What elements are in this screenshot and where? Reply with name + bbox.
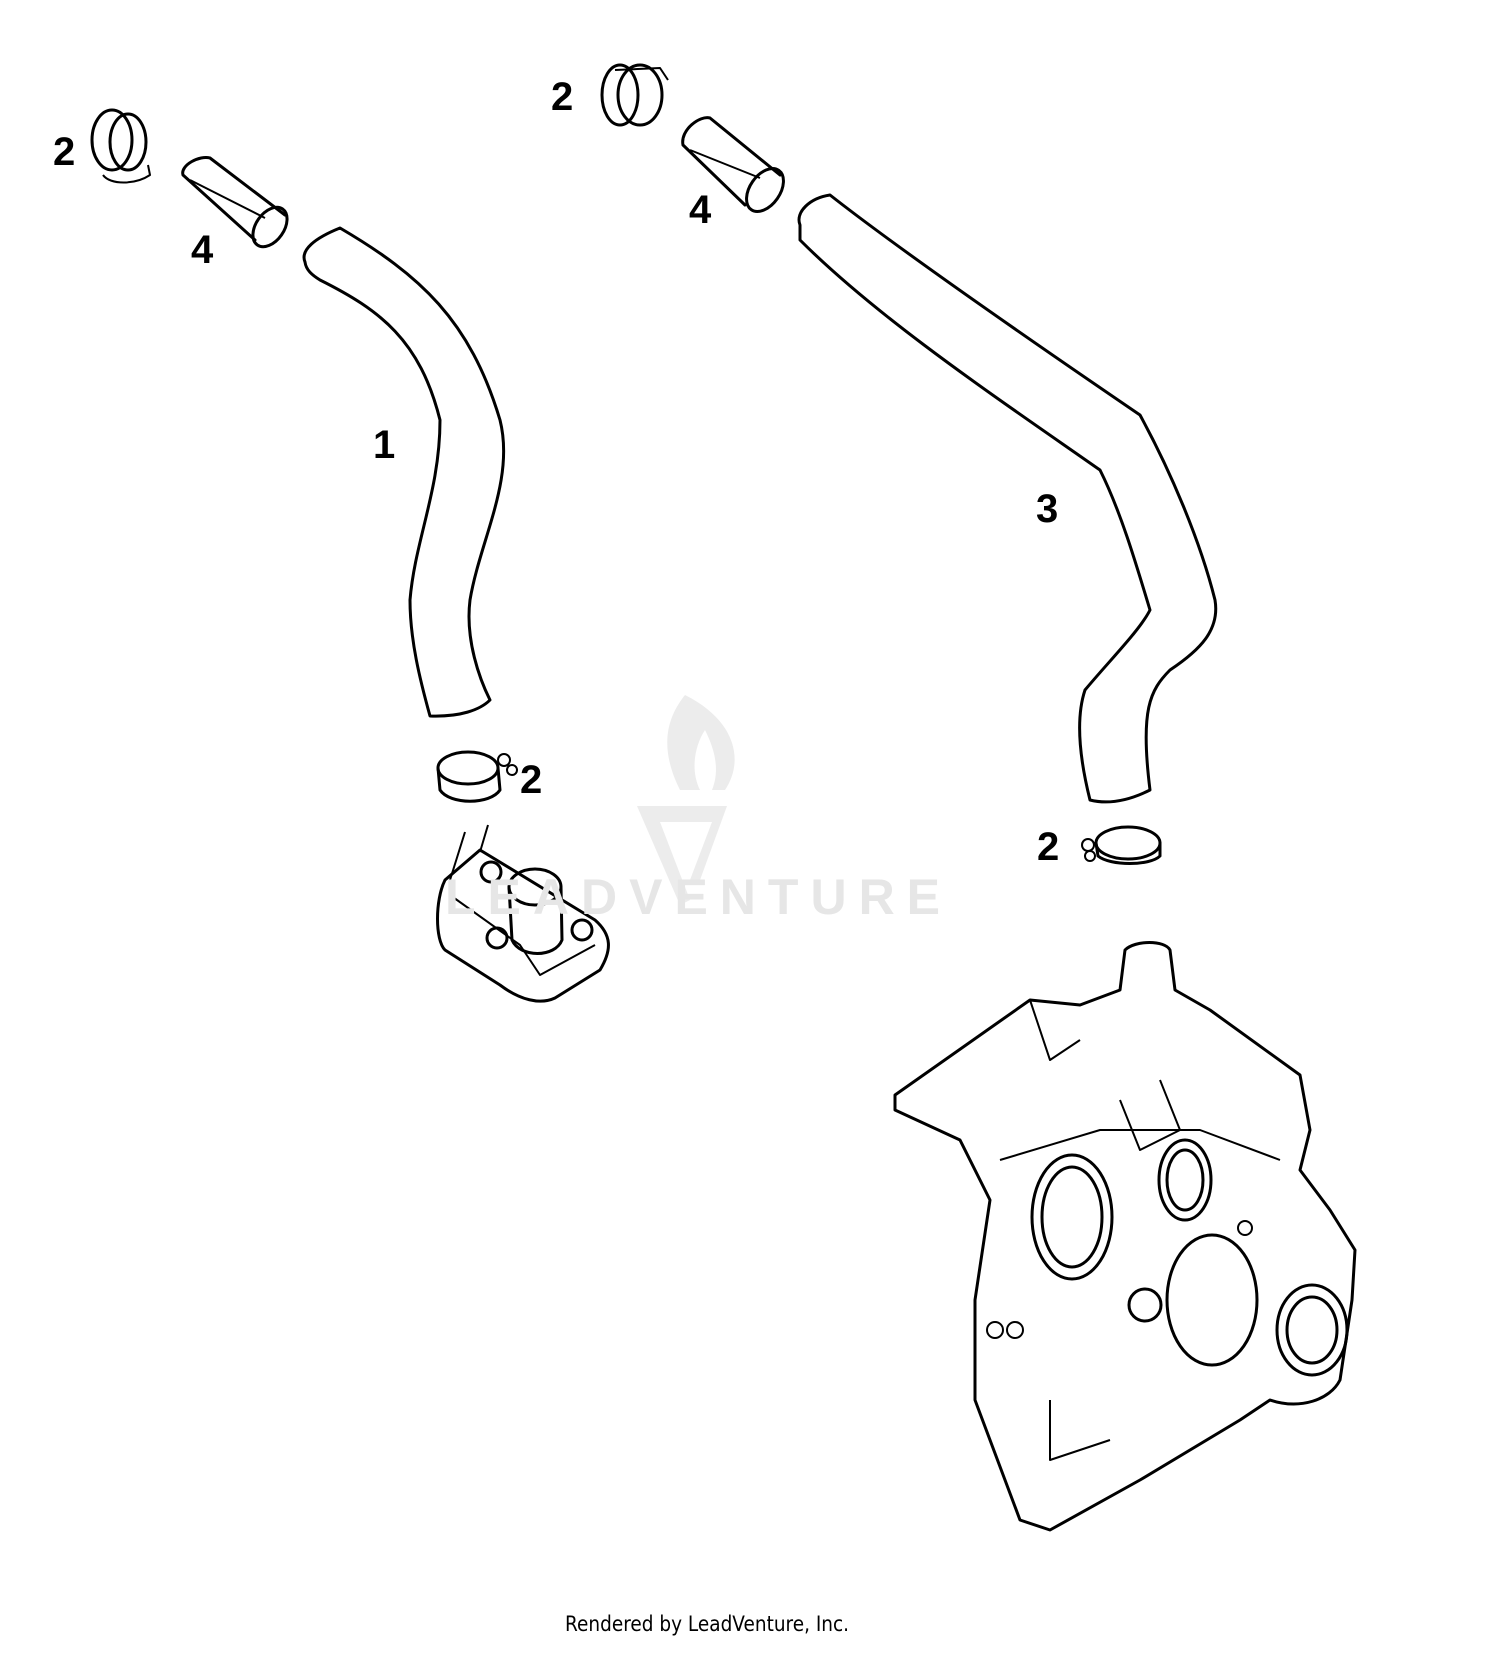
- water-outlet-cover: [436, 824, 610, 1003]
- hose-3[interactable]: [797, 193, 1218, 804]
- callout-4: 4: [689, 188, 712, 232]
- hose-clamp-middle-right[interactable]: [1081, 825, 1162, 865]
- callout-2: 2: [520, 758, 543, 802]
- callout-4: 4: [191, 228, 214, 272]
- footer-credit: Rendered by LeadVenture, Inc.: [565, 1612, 850, 1636]
- hose-clamp-top-right[interactable]: [600, 63, 669, 127]
- sleeve-4-right[interactable]: [681, 116, 791, 219]
- callout-1: 1: [373, 423, 396, 467]
- hose-clamp-top-left[interactable]: [90, 108, 151, 184]
- callout-2: 2: [1037, 825, 1060, 869]
- callout-3: 3: [1036, 487, 1059, 531]
- engine-crankcase: [893, 941, 1357, 1532]
- leadventure-logo-watermark: [637, 695, 735, 905]
- sleeve-4-left[interactable]: [181, 155, 294, 253]
- hose-1[interactable]: [302, 226, 506, 718]
- hose-clamp-middle-left[interactable]: [436, 750, 518, 803]
- callout-2: 2: [551, 75, 574, 119]
- callout-2: 2: [53, 130, 76, 174]
- watermark-text: LEADVENTURE: [445, 869, 953, 925]
